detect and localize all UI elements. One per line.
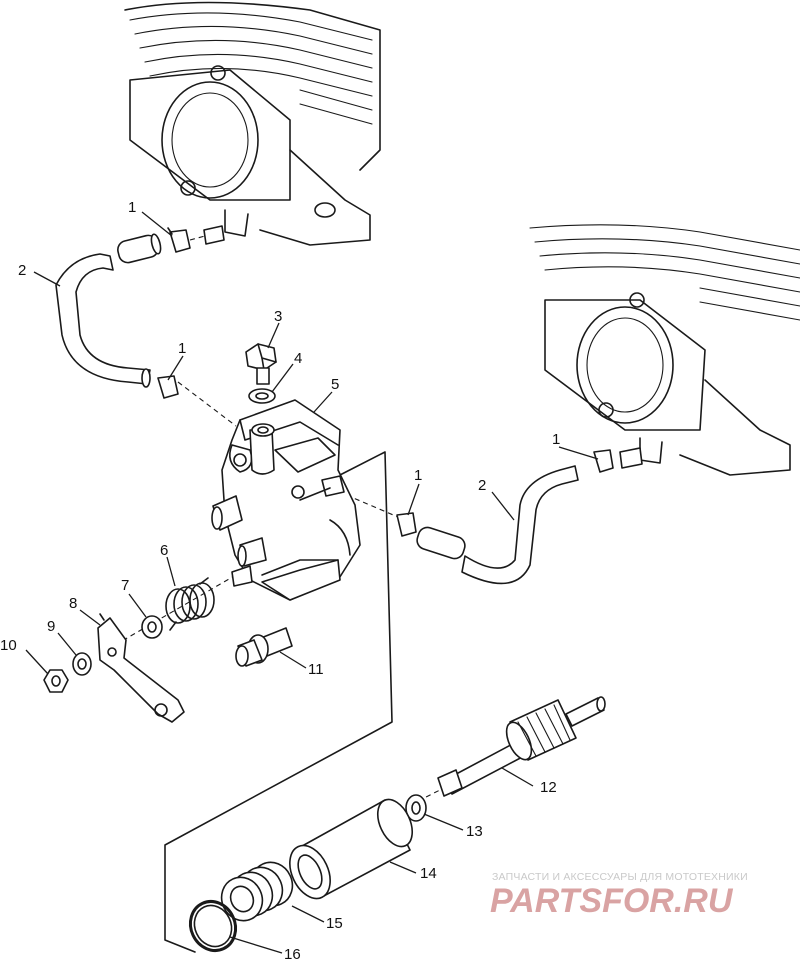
callout-1c: 1 [414,467,422,484]
oil-hose-right [416,465,579,585]
hose-clamp-1d [593,449,614,473]
drive-bracket-outline [164,451,393,953]
lock-washer [72,652,92,676]
return-spring [165,577,215,631]
fitting-nipple-top [203,225,225,245]
watermark: ЗАПЧАСТИ И АКСЕССУАРЫ ДЛЯ МОТОТЕХНИКИ PA… [490,871,748,920]
callout-15: 15 [326,915,343,932]
callout-9: 9 [47,618,55,635]
thrust-washer [405,794,427,822]
callout-1d: 1 [552,431,560,448]
hose-clamp-1c [396,512,417,537]
callout-7: 7 [121,577,129,594]
shaft-bushing [289,798,414,900]
callout-13: 13 [466,823,483,840]
callout-5: 5 [331,376,339,393]
engine-cylinder-right [529,224,800,476]
watermark-logo: PARTSFOR.RU [490,882,734,920]
callout-2a: 2 [18,262,26,279]
sealing-washer [248,388,276,404]
hose-clamp-1a [167,227,191,253]
alignment-line-upper [177,381,237,427]
callout-6: 6 [160,542,168,559]
callout-14: 14 [420,865,437,882]
watermark-tagline: ЗАПЧАСТИ И АКСЕССУАРЫ ДЛЯ МОТОТЕХНИКИ [492,871,748,883]
callout-labels: 1 2 1 3 4 5 1 1 2 6 7 8 9 10 11 12 13 14… [0,199,560,962]
fitting-nipple-right-engine [619,447,643,469]
callout-2b: 2 [478,477,486,494]
callout-16: 16 [284,946,301,962]
shaft-seal [220,861,294,922]
callout-3: 3 [274,308,282,325]
leader-lines [25,211,599,954]
drive-shaft-gear [437,696,606,797]
oil-hose-upper [55,233,162,388]
callout-1b: 1 [178,340,186,357]
callout-12: 12 [540,779,557,796]
callout-11: 11 [308,661,324,678]
control-lever [97,613,185,723]
callout-10: 10 [0,637,17,654]
callout-8: 8 [69,595,77,612]
callout-1a: 1 [128,199,136,216]
flat-washer [141,615,163,639]
alignment-line-shaft [409,789,441,806]
flange-bolt [235,627,293,667]
hose-clamp-1b [157,375,179,399]
hex-nut [43,669,69,693]
banjo-bolt [245,343,277,385]
alignment-line-top-fitting [189,235,206,241]
retaining-ring [188,900,238,952]
oil-pump-body [211,399,361,601]
engine-cylinder-left [124,1,381,246]
callout-4: 4 [294,350,302,367]
